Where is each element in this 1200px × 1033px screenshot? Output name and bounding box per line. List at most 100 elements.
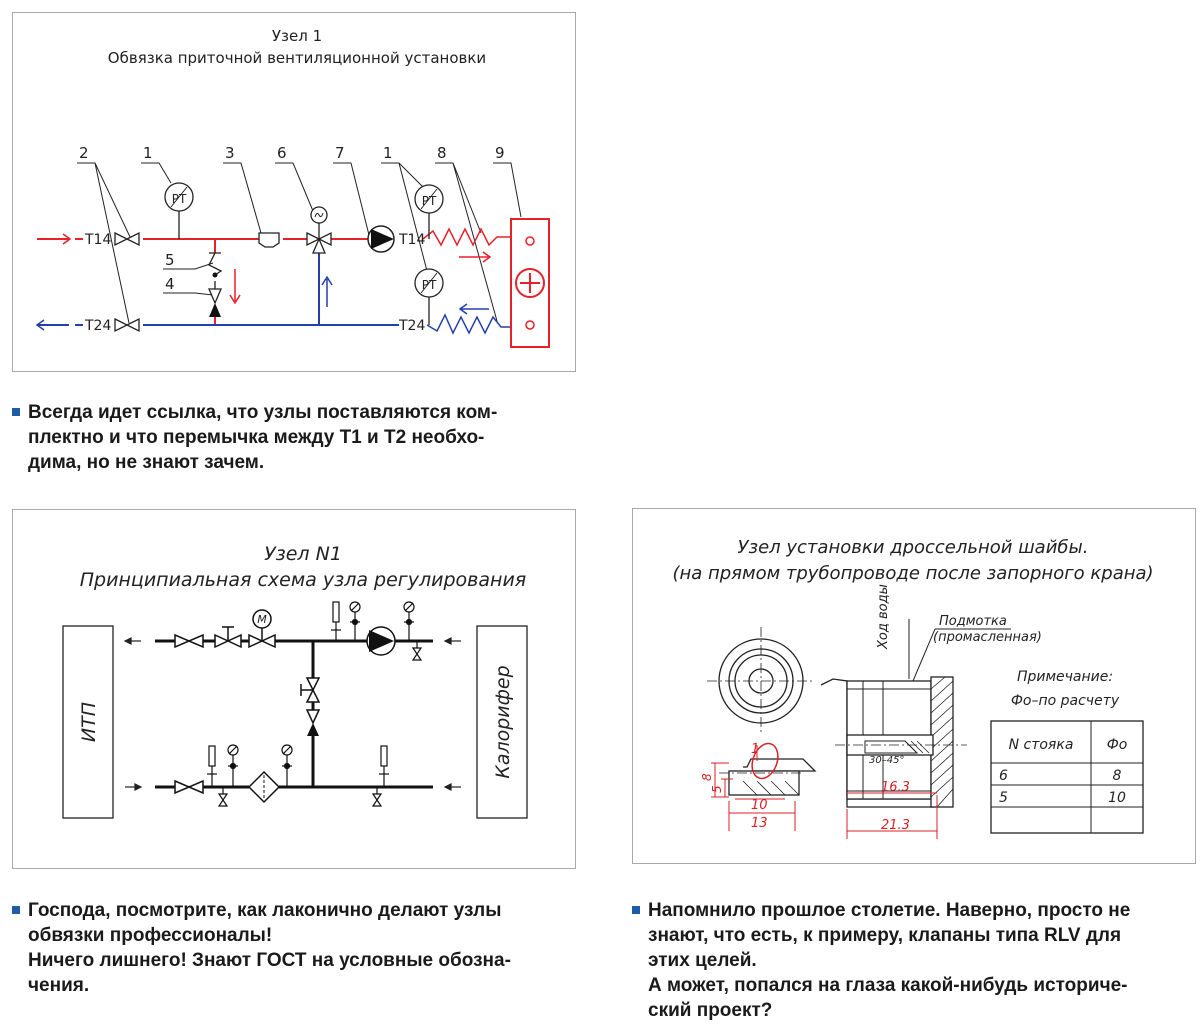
caption-line: А может, попался на глаза какой-нибудь и… [648,975,1128,996]
diagram3-title: Узел установки дроссельной шайбы. [738,537,1089,558]
callout-4: 4 [165,275,175,293]
pressure-temp-gauge-icon: PT [164,182,194,239]
winding-leader [912,628,1011,682]
itp-label: ИТП [78,702,100,742]
dim-21-3: 21.3 [881,818,910,833]
label-t14-in: Т14 [84,232,111,248]
table-cell: 5 [999,790,1008,806]
table-cell: 8 [1113,768,1122,784]
drain-valve-icon [411,641,423,661]
pipe-section-view: 30–45° [820,676,967,808]
air-heater-icon [510,218,550,348]
riser-table: N стояка Фо 6 8 5 10 [990,720,1144,834]
diagram-panel-2: Узел N1 Принципиальная схема узла регули… [12,509,576,869]
heater-label: Калорифер [492,665,514,778]
caption-line: чения. [28,975,90,996]
gauge-label: PT [422,194,437,208]
circulation-pump-icon [367,225,395,253]
flow-arrows [123,637,461,791]
callout-numbers: 2 1 3 6 7 1 8 9 5 4 [79,144,505,293]
return-line [35,249,489,331]
bypass-balancing-valve-icon [208,281,222,317]
caption-line: плектно и что перемычка между Т1 и Т2 не… [28,427,485,448]
callout-3: 3 [225,144,235,162]
caption-line: этих целей. [648,950,757,971]
pressure-temp-gauge-supply-icon: PT [414,184,444,239]
label-t14-out: Т14 [398,232,425,248]
callout-8: 8 [437,144,447,162]
bullet-icon [12,906,20,914]
pressure-gauge-icon [227,744,239,787]
table-cell: 10 [1108,790,1126,806]
caption-2: Господа, посмотрите, как лаконично делаю… [12,898,578,998]
strainer-icon [258,232,280,248]
gauge-label: PT [422,278,437,292]
caption-1: Всегда идет ссылка, что узлы поставляютс… [12,400,568,475]
winding-label-1: Подмотка [939,614,1007,629]
label-t24-in: Т24 [84,318,111,334]
caption-line: Всегда идет ссылка, что узлы поставляютс… [28,402,498,423]
dim-10: 10 [751,798,768,813]
caption-line: ский проект? [648,1000,773,1021]
return-shutoff-valve-icon [114,317,140,333]
caption-line: обвязки профессионалы! [28,925,273,946]
drain-valve-icon [371,787,383,807]
control-node-schematic: Узел N1 Принципиальная схема узла регули… [62,543,528,819]
bypass-check-valve-icon [305,709,321,736]
callout-1: 1 [143,144,153,162]
caption-line: Ничего лишнего! Знают ГОСТ на условные о… [28,950,511,971]
table-header-diameter: Фо [1107,737,1128,753]
pressure-gauge-icon [349,601,361,641]
diagram1-subtitle: Обвязка приточной вентиляционной установ… [108,49,486,67]
callout-6: 6 [277,144,287,162]
table-cell: 6 [999,768,1008,784]
note-title: Примечание: [1017,669,1113,685]
leader-lines [77,162,522,324]
dim-13: 13 [751,816,768,831]
callout-7: 7 [335,144,345,162]
bypass-balancing-valve-icon [300,677,321,710]
diagram-panel-1: Узел 1 Обвязка приточной вентиляционной … [12,12,576,372]
three-way-valve-icon [306,206,332,254]
diagram3-subtitle: (на прямом трубопроводе после запорного … [672,563,1153,584]
dim-16-3: 16.3 [881,780,910,795]
motorized-valve-icon: M [248,609,276,649]
dim-5: 5 [710,785,724,793]
callout-9: 9 [495,144,505,162]
thermometer-icon [207,745,217,787]
dimension-lines [711,745,938,839]
label-t24-out: Т24 [398,318,425,334]
bullet-icon [632,906,640,914]
supply-shutoff-valve-icon [114,231,140,247]
return-flex-connector [426,313,511,335]
dim-1: 1 [751,742,759,757]
itp-box [62,625,114,819]
balancing-valve-icon [214,626,242,649]
pipelines [155,639,433,789]
washer-detail-view [719,742,817,796]
supply-line [37,233,492,325]
washer-front-view [707,627,815,735]
callout-1b: 1 [383,144,393,162]
flow-direction-label: Ход воды [876,584,891,650]
dim-8: 8 [700,773,714,781]
heater-box [476,625,528,819]
drain-valve-icon [217,787,229,807]
callout-2: 2 [79,144,89,162]
caption-line: Господа, посмотрите, как лаконично делаю… [28,900,502,921]
throttle-washer-assembly-drawing: Узел установки дроссельной шайбы. (на пр… [672,537,1154,839]
supply-unit-piping-diagram: Узел 1 Обвязка приточной вентиляционной … [35,27,550,348]
gauge-label: PT [172,192,187,206]
filter-icon [247,770,281,804]
pressure-gauge-icon [281,744,293,787]
callout-5: 5 [165,251,175,269]
pressure-temp-gauge-return-icon: PT [414,268,444,325]
caption-line: знают, что есть, к примеру, клапаны типа… [648,925,1122,946]
thermometer-icon [379,745,389,787]
caption-line: Напомнило прошлое столетие. Наверно, про… [648,900,1131,921]
bullet-icon [12,408,20,416]
bypass-check-valve-icon [208,252,223,278]
winding-label-2: (промасленная) [933,630,1042,645]
table-header-riser: N стояка [1009,737,1074,753]
pressure-gauge-icon [403,601,415,641]
